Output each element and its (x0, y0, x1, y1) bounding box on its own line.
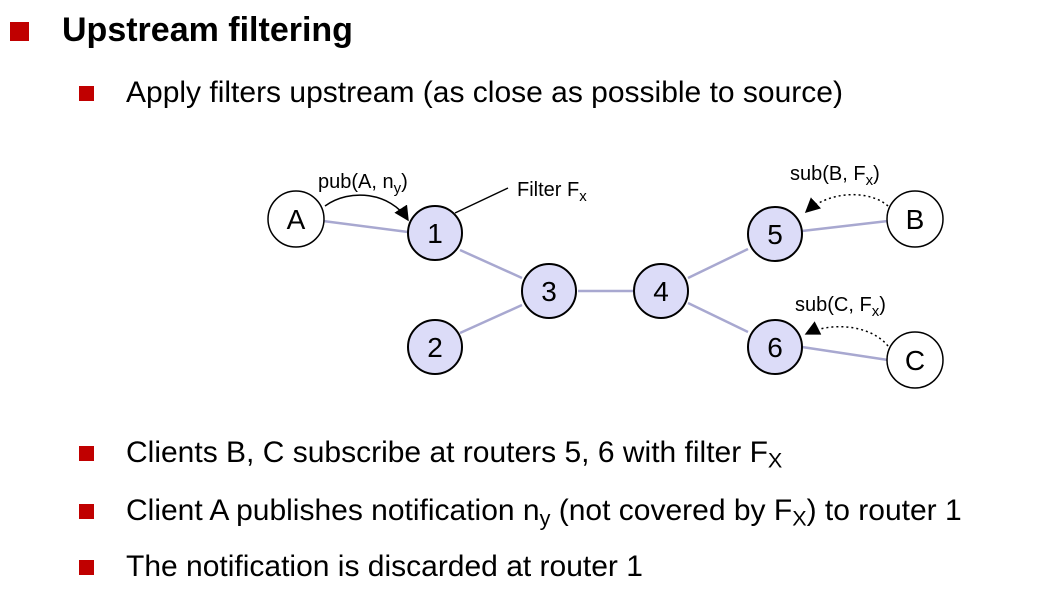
bullet-clients-subscript: X (767, 447, 783, 473)
router-3: 3 (521, 263, 577, 319)
filter-label: Filter Fx (517, 179, 587, 205)
links (322, 219, 889, 362)
client-a-label: A (287, 204, 306, 235)
bullet-clients-text: Clients B, C subscribe at routers 5, 6 w… (126, 436, 768, 469)
router-4: 4 (633, 263, 689, 319)
slide-title: Upstream filtering (62, 11, 353, 49)
bullet-publish-text-c: ) to router 1 (806, 494, 962, 527)
router-5-label: 5 (767, 219, 783, 250)
client-a: A (267, 190, 325, 248)
link-5-b (801, 219, 889, 233)
router-5: 5 (747, 206, 803, 262)
client-c-label: C (905, 345, 925, 376)
client-b-label: B (906, 204, 925, 235)
bullet-apply: Apply filters upstream (as close as poss… (126, 76, 843, 109)
link-4-6 (687, 301, 749, 334)
link-6-c (801, 345, 889, 362)
sub-c-arrow (804, 321, 889, 347)
router-1: 1 (407, 205, 463, 261)
client-c: C (886, 331, 944, 389)
bullet-publish: Client A publishes notification ny (not … (126, 494, 962, 531)
bullet-marker-publish (79, 504, 94, 519)
bullet-marker-apply (79, 86, 94, 101)
link-1-3 (459, 248, 523, 280)
sub-b-label: sub(B, Fx) (790, 163, 880, 189)
router-2-label: 2 (427, 332, 443, 363)
bullet-publish-text-a: Client A publishes notification n (126, 494, 540, 527)
title-bullet (10, 22, 29, 41)
bullet-publish-sub-y: y (539, 505, 551, 531)
bullet-discard: The notification is discarded at router … (126, 550, 643, 583)
filter-pointer-line (454, 187, 509, 214)
router-6: 6 (747, 319, 803, 375)
router-4-label: 4 (653, 276, 669, 307)
bullet-clients: Clients B, C subscribe at routers 5, 6 w… (126, 436, 783, 473)
router-1-label: 1 (427, 218, 443, 249)
link-a-1 (322, 219, 409, 234)
client-b: B (886, 190, 944, 248)
sub-c-label: sub(C, Fx) (795, 294, 886, 320)
bullet-marker-discard (79, 560, 94, 575)
router-3-label: 3 (541, 276, 557, 307)
router-2: 2 (407, 319, 463, 375)
router-6-label: 6 (767, 332, 783, 363)
bullet-publish-sub-x: X (792, 505, 807, 531)
link-2-3 (459, 303, 523, 335)
pub-label: pub(A, ny) (318, 171, 408, 197)
bullet-marker-clients (79, 446, 94, 461)
sub-b-arrow (804, 194, 889, 214)
bullet-publish-text-b: (not covered by F (550, 494, 793, 527)
pub-arrow (324, 194, 409, 222)
link-4-5 (687, 247, 749, 280)
